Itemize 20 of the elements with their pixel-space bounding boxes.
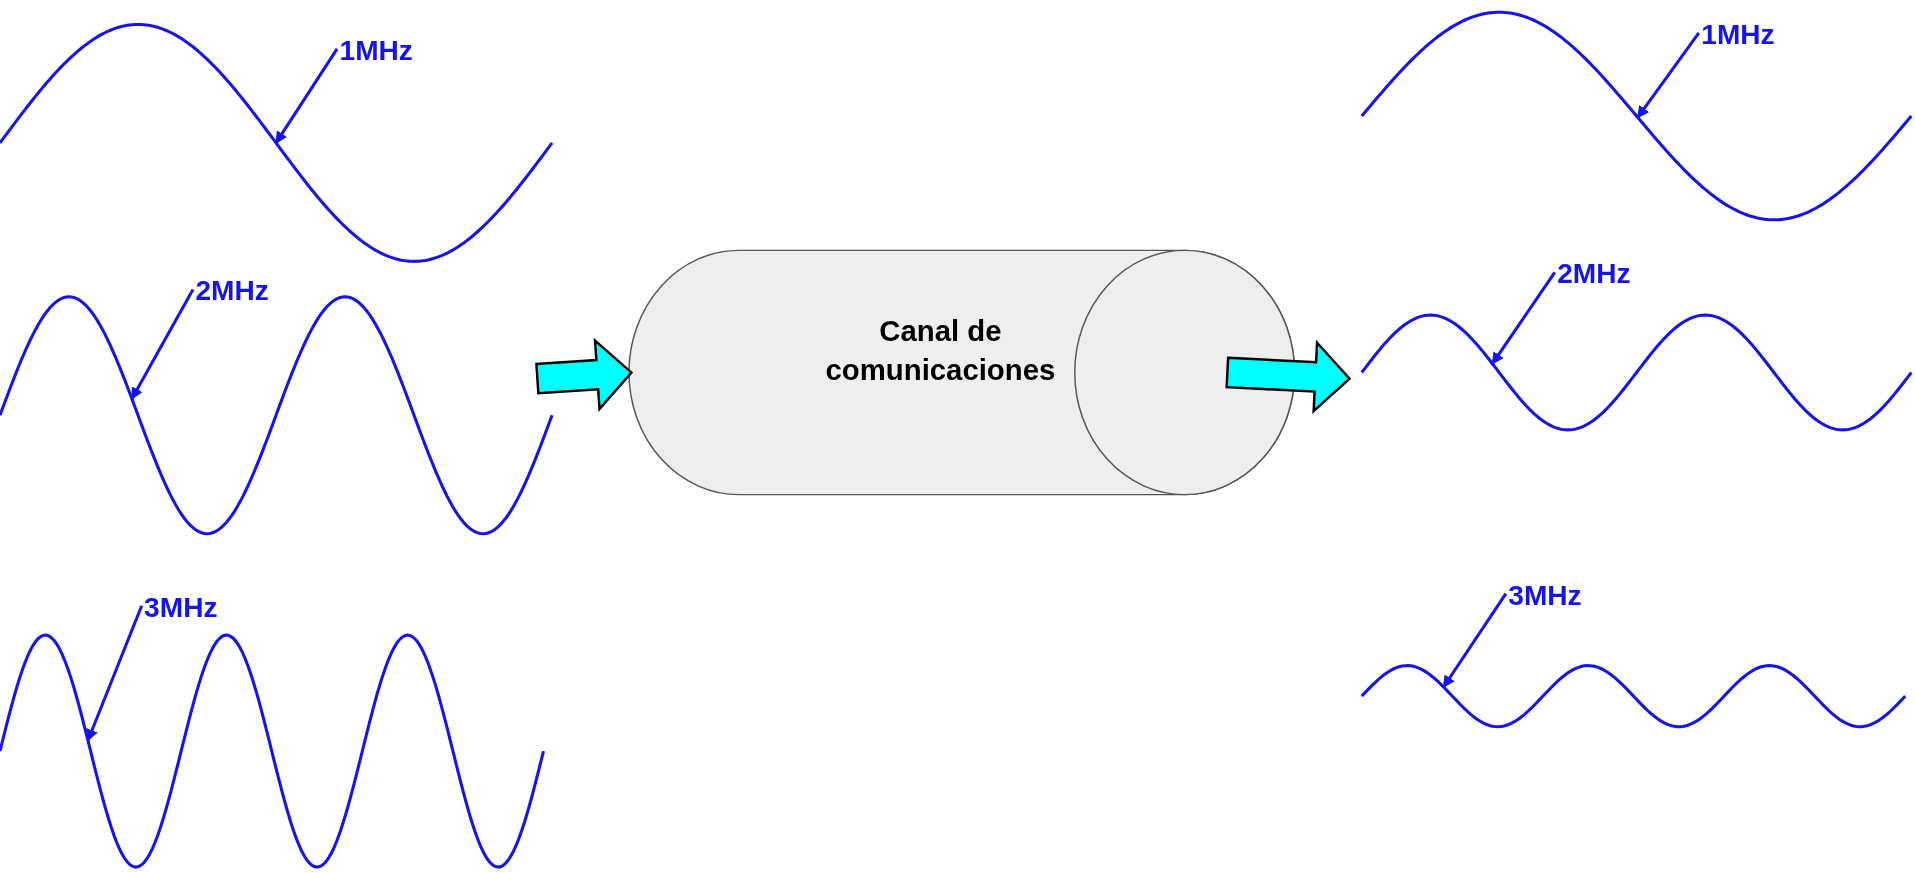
block-arrow bbox=[1225, 339, 1352, 414]
frequency-label: 2MHz bbox=[195, 277, 269, 306]
leader-arrow bbox=[274, 48, 339, 144]
sine-wave bbox=[0, 22, 553, 264]
frequency-label: 2MHz bbox=[1557, 260, 1631, 289]
frequency-label: 1MHz bbox=[339, 36, 413, 65]
leader-arrow bbox=[130, 288, 195, 400]
frequency-label: 3MHz bbox=[1508, 581, 1582, 610]
frequency-label: 1MHz bbox=[1701, 20, 1775, 49]
leader-arrow bbox=[1636, 32, 1701, 119]
sine-wave bbox=[1361, 9, 1912, 223]
frequency-label: 3MHz bbox=[144, 593, 218, 622]
block-arrow bbox=[535, 337, 634, 412]
leader-arrow bbox=[86, 605, 144, 742]
leader-arrow bbox=[1491, 271, 1556, 365]
channel-label: Canal de comunicaciones bbox=[824, 312, 1057, 389]
sine-wave bbox=[1361, 312, 1912, 433]
sine-wave bbox=[1361, 663, 1906, 730]
leader-arrow bbox=[1442, 592, 1508, 689]
sine-wave bbox=[0, 632, 544, 870]
